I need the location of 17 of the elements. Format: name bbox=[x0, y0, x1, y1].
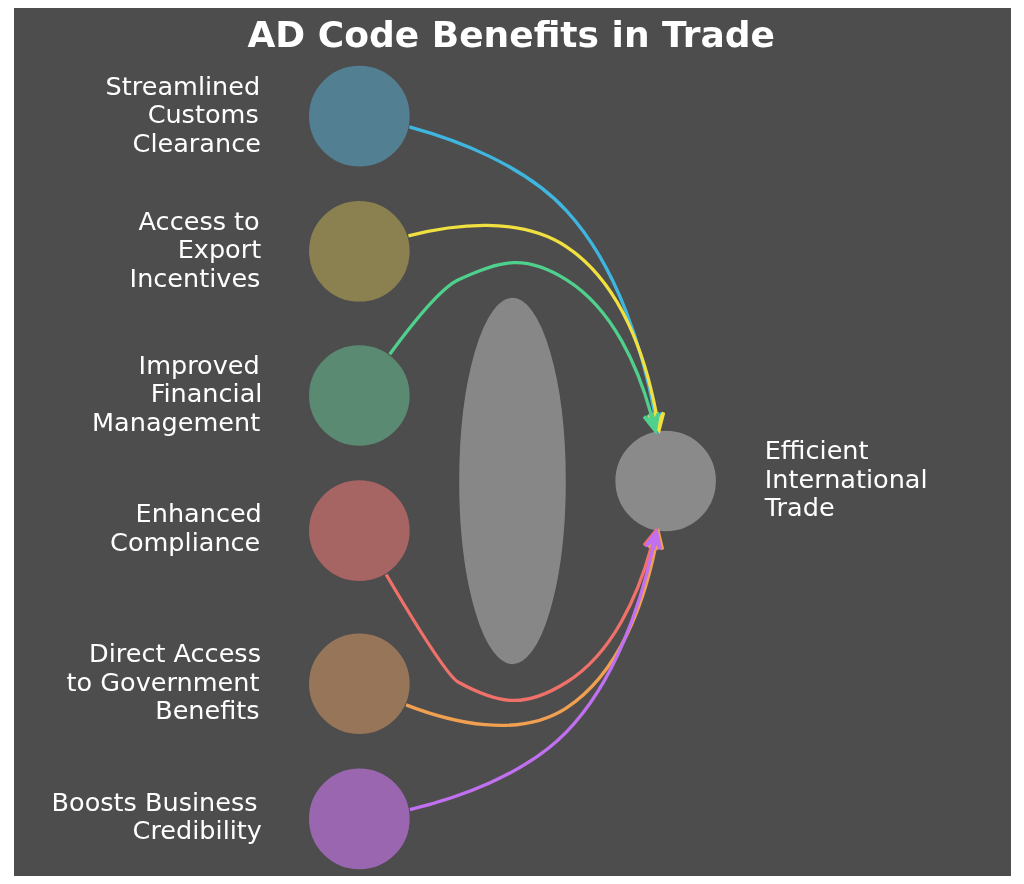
node-label: Direct Access to Government Benefits bbox=[66, 638, 261, 726]
node-circle bbox=[307, 478, 411, 583]
node-label: Access to Export Incentives bbox=[129, 205, 261, 293]
diagram-title: AD Code Benefits in Trade bbox=[246, 14, 775, 56]
node-ellipse bbox=[457, 296, 567, 666]
node-label: Improved Financial Management bbox=[91, 349, 262, 437]
node-circle bbox=[307, 631, 411, 736]
node-circle bbox=[307, 64, 411, 168]
node-circle bbox=[613, 429, 717, 533]
node-circle bbox=[307, 199, 411, 304]
node-circle bbox=[307, 343, 411, 448]
node-label: Efficient International Trade bbox=[764, 435, 928, 523]
node-label: Enhanced Compliance bbox=[109, 498, 262, 558]
node-label: Streamlined Customs Clearance bbox=[105, 70, 261, 158]
node-label: Boosts Business Credibility bbox=[51, 786, 262, 846]
arrow bbox=[387, 261, 660, 433]
node-circle bbox=[307, 767, 411, 871]
